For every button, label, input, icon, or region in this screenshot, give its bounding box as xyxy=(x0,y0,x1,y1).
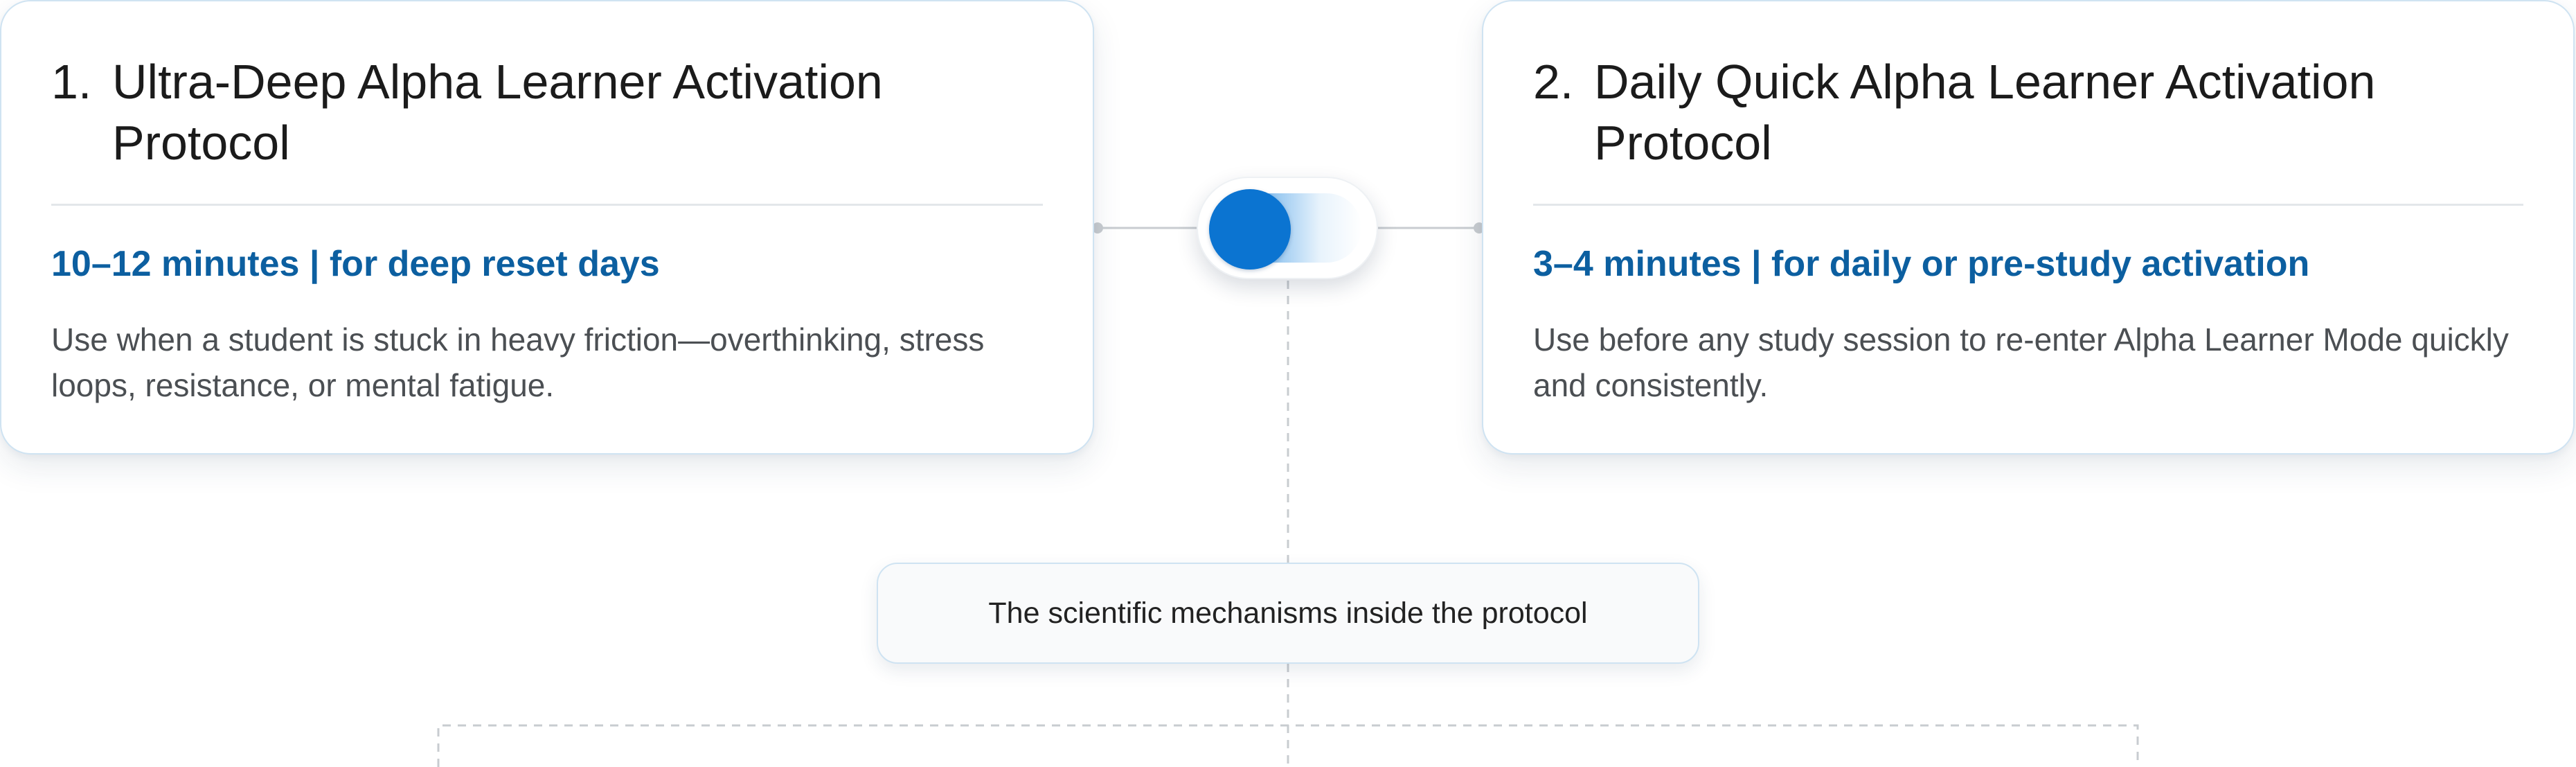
card-description: Use before any study session to re-enter… xyxy=(1533,321,2509,403)
card-title: 1. Ultra-Deep Alpha Learner Activation P… xyxy=(51,51,1043,173)
card-number: 2. xyxy=(1533,55,1574,109)
branch-bracket xyxy=(437,724,2139,767)
protocol-card-ultra-deep: 1. Ultra-Deep Alpha Learner Activation P… xyxy=(0,0,1094,455)
protocol-toggle-switch[interactable] xyxy=(1197,177,1378,279)
mechanisms-box: The scientific mechanisms inside the pro… xyxy=(877,563,1699,664)
card-divider xyxy=(51,204,1043,206)
protocol-card-daily-quick: 2. Daily Quick Alpha Learner Activation … xyxy=(1482,0,2575,455)
mechanisms-label: The scientific mechanisms inside the pro… xyxy=(988,597,1588,630)
connector-left-dot xyxy=(1092,222,1103,233)
card-subtitle: 10–12 minutes | for deep reset days xyxy=(51,244,660,284)
card-title-text: Daily Quick Alpha Learner Activation Pro… xyxy=(1594,55,2376,170)
card-title-text: Ultra-Deep Alpha Learner Activation Prot… xyxy=(112,55,883,170)
card-divider xyxy=(1533,204,2523,206)
card-number: 1. xyxy=(51,55,92,109)
card-title: 2. Daily Quick Alpha Learner Activation … xyxy=(1533,51,2523,173)
card-subtitle: 3–4 minutes | for daily or pre-study act… xyxy=(1533,244,2310,284)
card-description: Use when a student is stuck in heavy fri… xyxy=(51,321,985,403)
toggle-knob[interactable] xyxy=(1209,189,1291,270)
